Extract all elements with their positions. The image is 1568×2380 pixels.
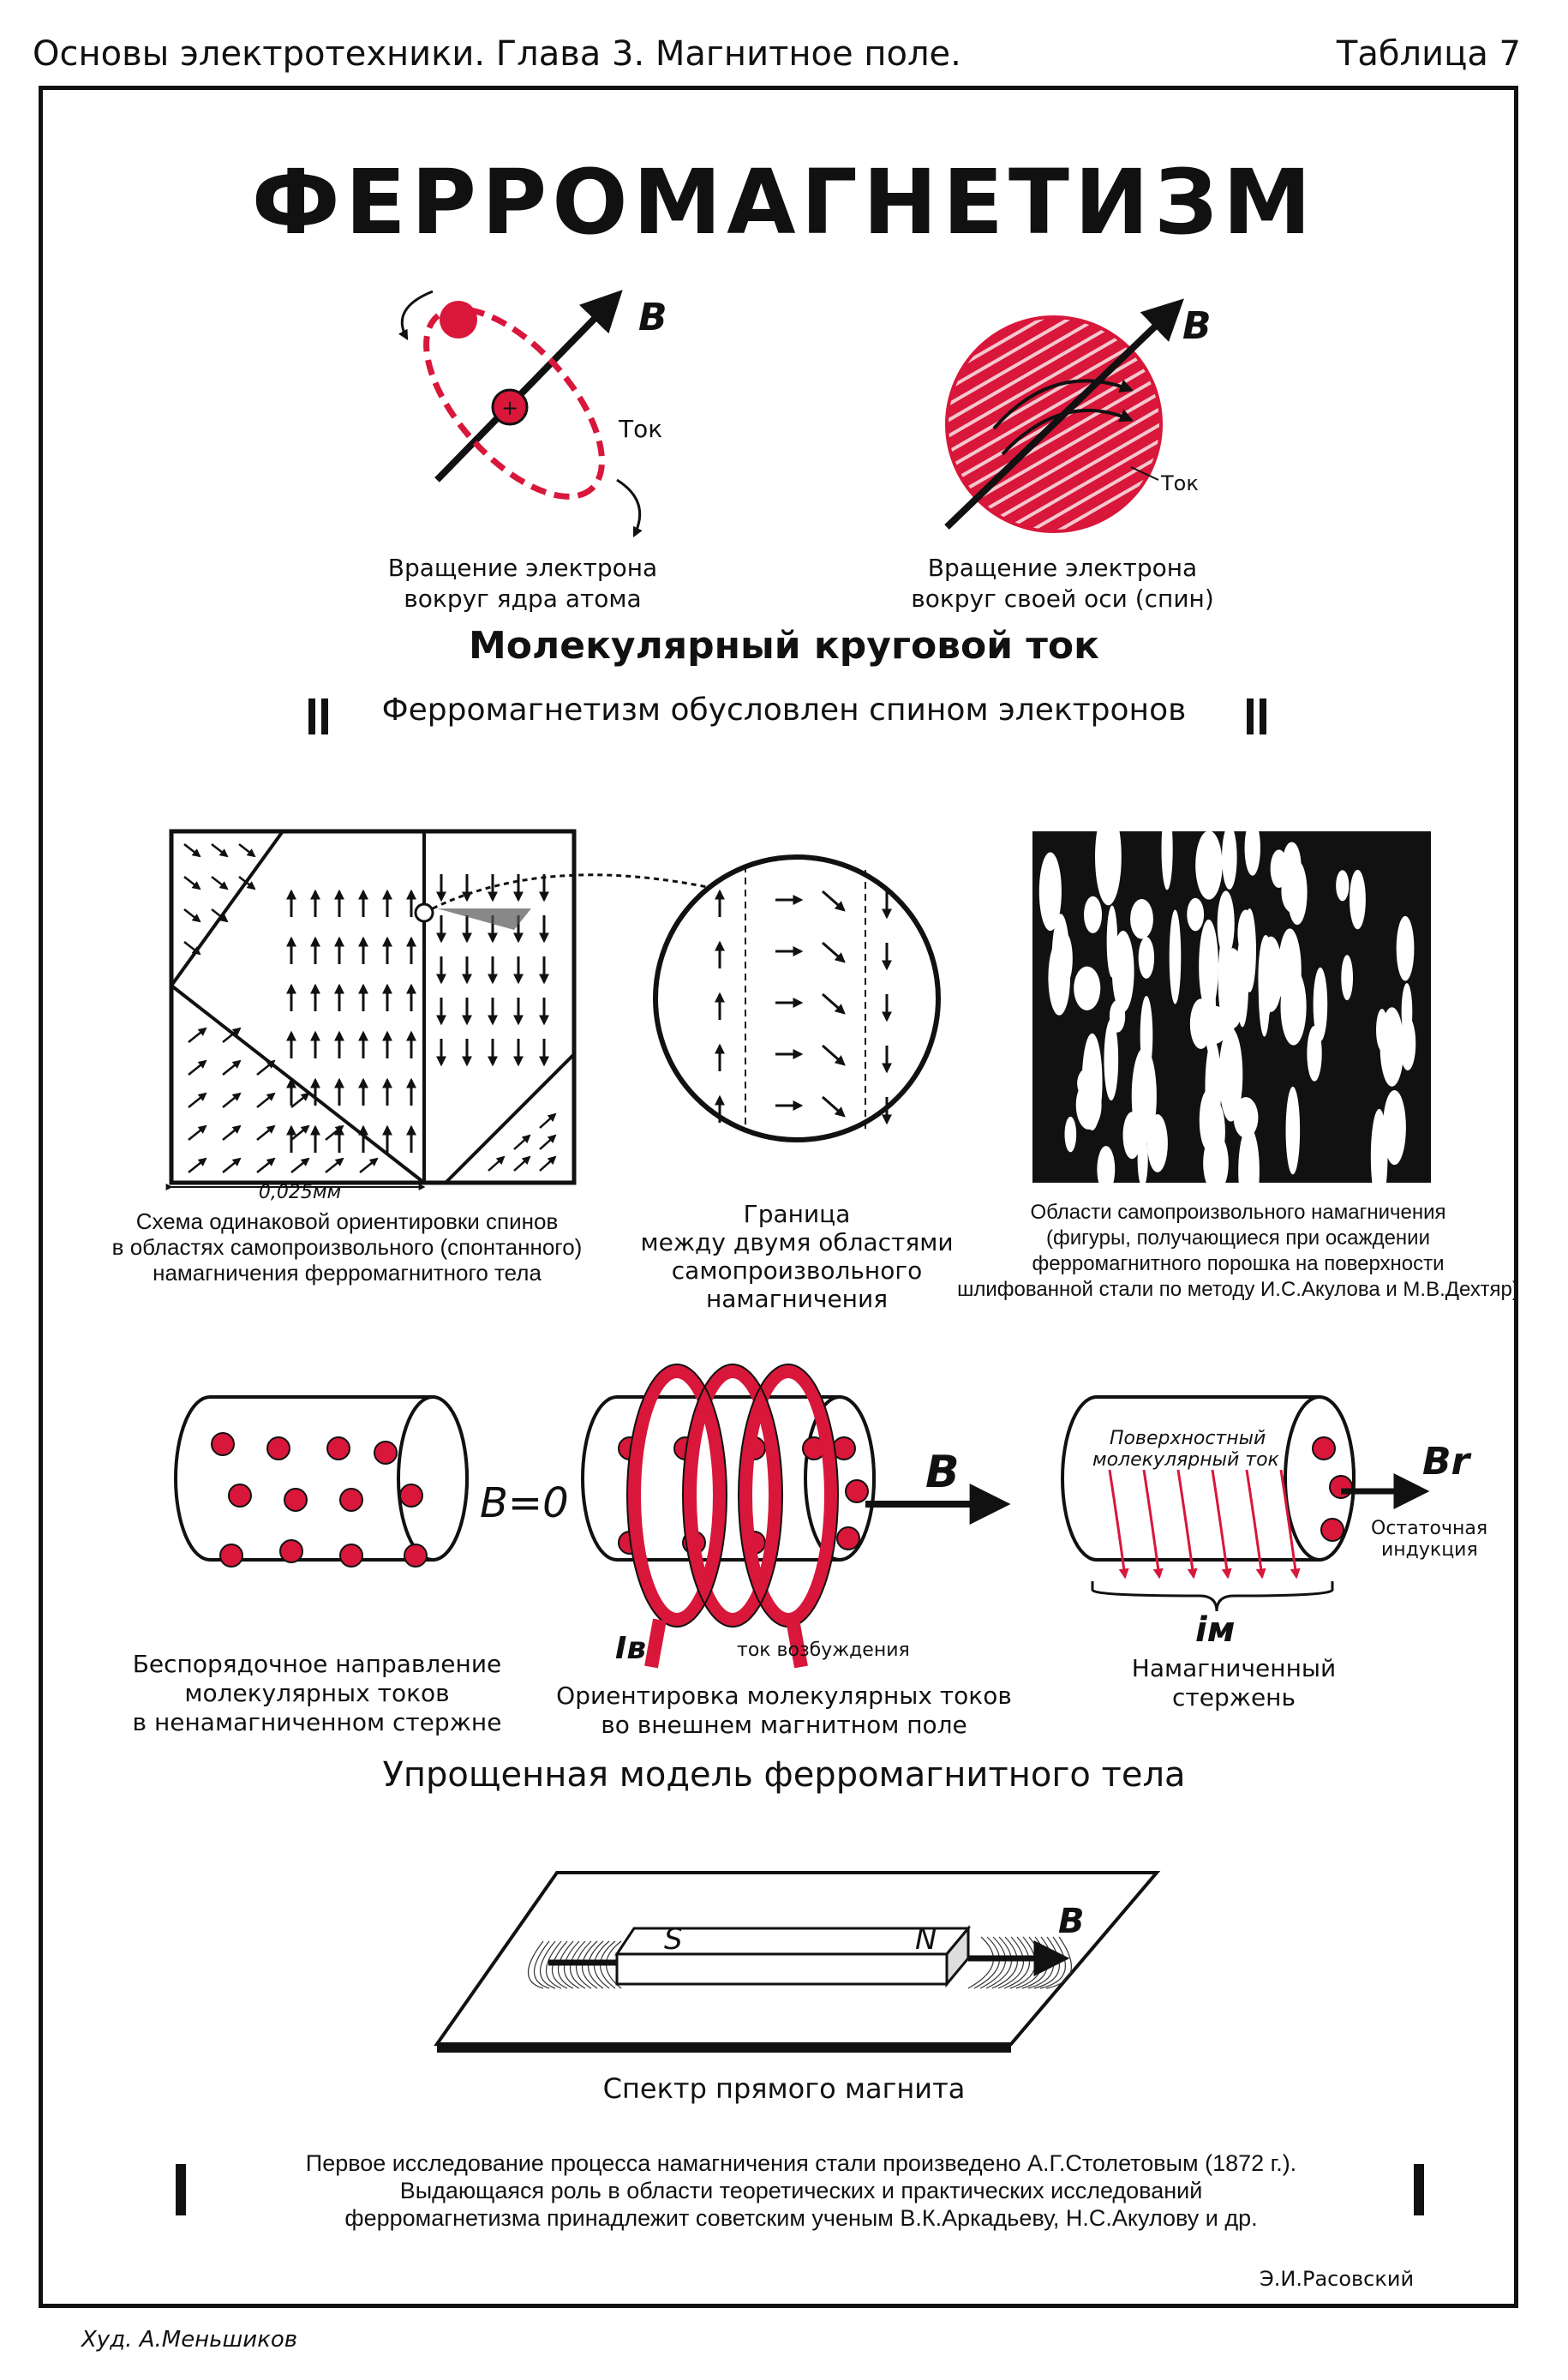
header-left: Основы электротехники. Глава 3. Магнитно… bbox=[33, 34, 961, 74]
dim-label: 0,025мм bbox=[259, 1182, 341, 1203]
nucleus-icon bbox=[491, 388, 529, 426]
surface-current-1: Поверхностный bbox=[1110, 1428, 1266, 1449]
surface-current-2: молекулярный ток bbox=[1092, 1449, 1280, 1471]
residual-2: индукция bbox=[1381, 1539, 1478, 1561]
fig1-tok-label: Ток bbox=[618, 415, 662, 443]
spin-figure bbox=[944, 298, 1184, 533]
br-label: Br bbox=[1422, 1440, 1472, 1484]
author: Э.И.Расовский bbox=[1260, 2267, 1415, 2291]
electron-icon bbox=[440, 301, 477, 339]
orbit-figure: + bbox=[398, 290, 643, 538]
pole-n: N bbox=[915, 1922, 937, 1957]
boundary-circle bbox=[653, 854, 941, 1142]
section3-heading: Упрощенная модель ферромагнитного тела bbox=[382, 1755, 1186, 1795]
cylinder-magnetized bbox=[1061, 1395, 1430, 1612]
header-right: Таблица 7 bbox=[1336, 34, 1521, 74]
residual-1: Остаточная bbox=[1371, 1518, 1487, 1539]
pole-s: S bbox=[664, 1922, 683, 1957]
magnetized-caption: Намагниченный стержень bbox=[1131, 1654, 1337, 1712]
fig1-b-label: B bbox=[638, 296, 667, 339]
unmagnetized-caption: Беспорядочное направление молекулярных т… bbox=[132, 1650, 502, 1736]
fig1-caption: Вращение электрона вокруг ядра атома bbox=[387, 554, 658, 613]
section1-heading: Молекулярный круговой ток bbox=[468, 624, 1099, 668]
footer-note: Первое исследование процесса намагничени… bbox=[305, 2150, 1297, 2231]
field-caption: Ориентировка молекулярных токов во внешн… bbox=[556, 1682, 1012, 1739]
boundary-caption: Граница между двумя областями самопроизв… bbox=[640, 1200, 954, 1313]
artist: Худ. А.Меньшиков bbox=[81, 2327, 298, 2353]
iv-label: Iв bbox=[615, 1631, 646, 1666]
magnet-b-label: B bbox=[1058, 1902, 1085, 1941]
fig2-tok-label: Ток bbox=[1160, 471, 1199, 495]
b-field-label: B bbox=[925, 1447, 960, 1498]
tok-voz-label: ток возбуждения bbox=[737, 1640, 910, 1661]
magnet-spectrum bbox=[434, 1871, 1161, 2053]
page-title: ФЕРРОМАГНЕТИЗМ bbox=[251, 150, 1317, 255]
page-frame bbox=[39, 86, 1518, 2308]
magnet-caption: Спектр прямого магнита bbox=[602, 2072, 966, 2105]
cylinder-unmagnetized bbox=[174, 1395, 469, 1568]
section1-statement: Ферромагнетизм обусловлен спином электро… bbox=[381, 692, 1187, 728]
fig2-caption: Вращение электрона вокруг своей оси (спи… bbox=[911, 554, 1214, 613]
svg-text:+: + bbox=[501, 396, 518, 420]
cylinder-in-field bbox=[581, 1364, 1011, 1669]
b0-label: B=0 bbox=[480, 1479, 569, 1527]
photo-caption: Области самопроизвольного намагничения (… bbox=[957, 1201, 1519, 1301]
fig2-b-label: B bbox=[1182, 304, 1212, 348]
schema-caption: Схема одинаковой ориентировки спинов в о… bbox=[111, 1208, 583, 1286]
domain-schema bbox=[165, 829, 746, 1190]
domain-photo bbox=[1032, 807, 1431, 1215]
im-label: iм bbox=[1195, 1610, 1235, 1650]
